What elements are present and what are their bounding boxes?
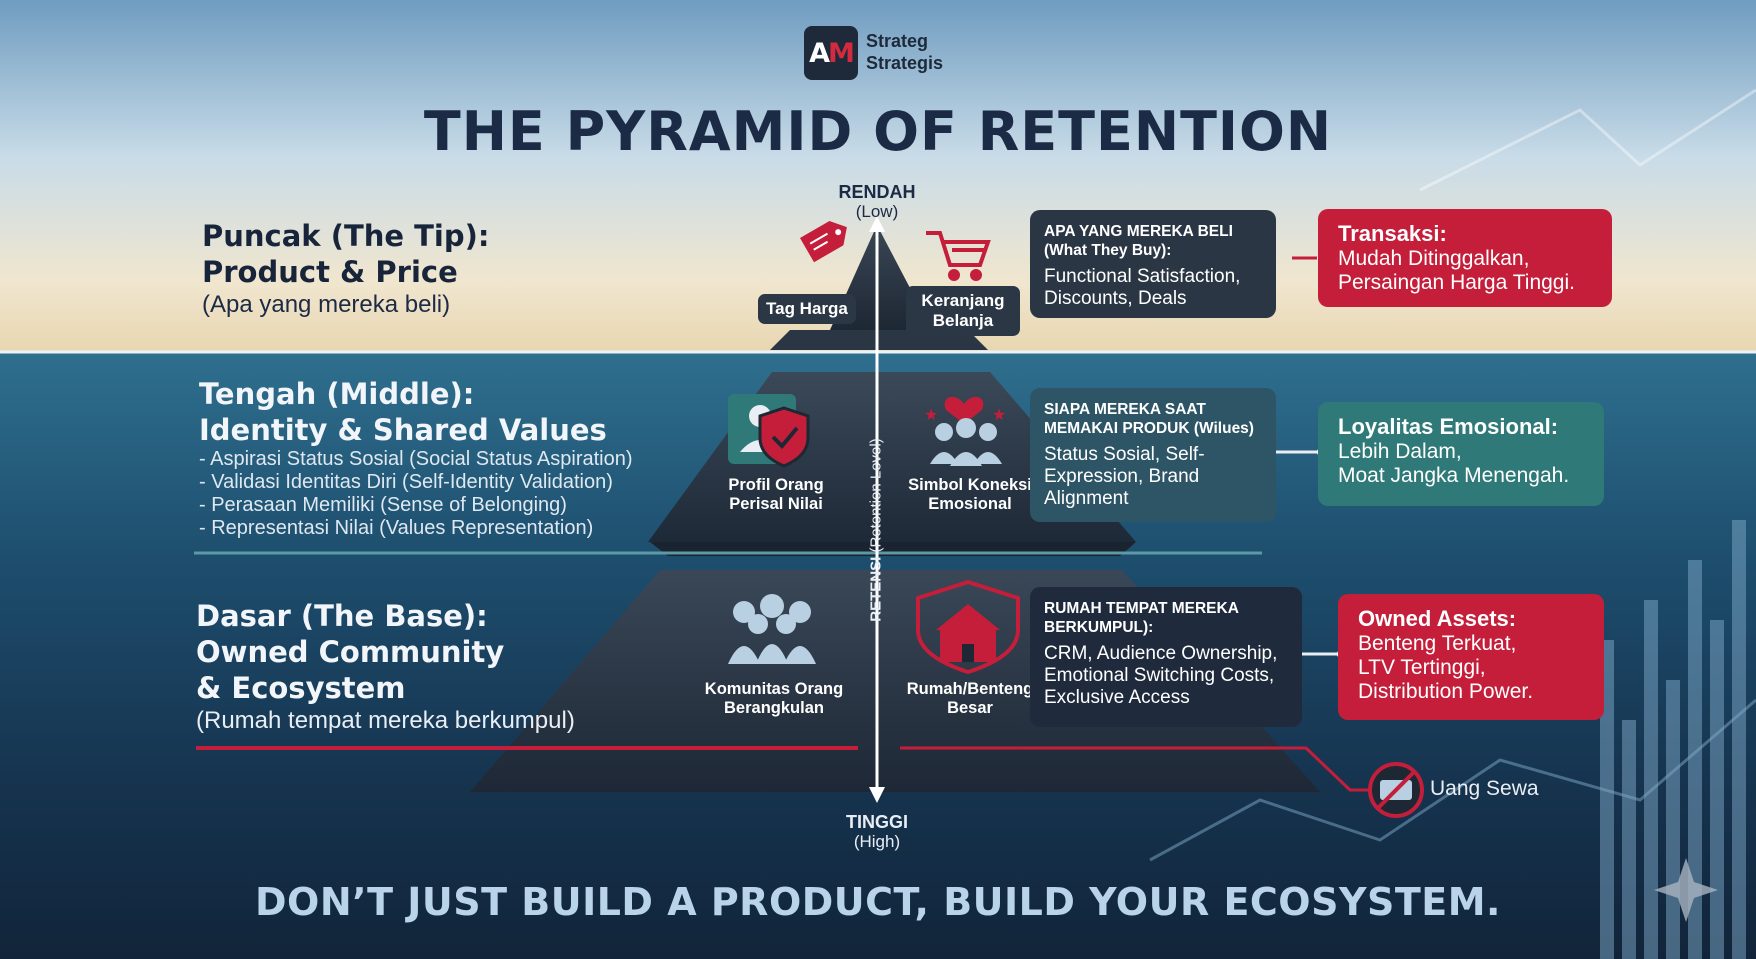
callout-loyalitas: Loyalitas Emosional:Lebih Dalam,Moat Jan…: [1318, 402, 1604, 506]
sparkle-icon: [1654, 858, 1718, 922]
callout-transaksi: Transaksi:Mudah Ditinggalkan,Persaingan …: [1318, 209, 1612, 307]
middle-label: Tengah (Middle): Identity & Shared Value…: [199, 377, 633, 539]
keranjang-label: Keranjang Belanja: [906, 286, 1020, 336]
shopping-cart-icon: [926, 231, 991, 281]
axis-top-label: RENDAH(Low): [838, 182, 916, 221]
svg-text:★: ★: [924, 407, 938, 424]
tip-label: Puncak (The Tip): Product & Price (Apa y…: [202, 219, 490, 318]
callout-owned-assets: Owned Assets:Benteng Terkuat,LTV Terting…: [1338, 594, 1604, 720]
axis-bottom-label: TINGGI(High): [846, 812, 908, 851]
profile-caption: Profil Orang Perisal Nilai: [728, 476, 824, 513]
tag-harga-label: Tag Harga: [758, 294, 856, 324]
price-tag-icon: [800, 221, 847, 263]
emotional-connection-icon: ★ ★: [924, 396, 1006, 466]
desc-middle: SIAPA MEREKA SAAT MEMAKAI PRODUK (Wilues…: [1030, 388, 1276, 522]
retention-axis-label: RETENSI (Retention Level): [867, 438, 885, 622]
symbol-caption: Simbol Koneksi Emosional: [908, 476, 1032, 513]
community-icon: [728, 594, 816, 664]
page-title: THE PYRAMID OF RETENTION: [423, 100, 1333, 163]
svg-text:★: ★: [992, 407, 1006, 424]
community-caption: Komunitas Orang Berangkulan: [704, 680, 844, 717]
rent-label: Uang Sewa: [1430, 777, 1539, 800]
fortress-caption: Rumah/Benteng Besar: [906, 680, 1034, 717]
base-label: Dasar (The Base): Owned Community & Ecos…: [196, 599, 575, 734]
fortress-icon: [916, 579, 1020, 675]
desc-tip: APA YANG MEREKA BELI (What They Buy):Fun…: [1030, 210, 1276, 318]
desc-base: RUMAH TEMPAT MEREKA BERKUMPUL):CRM, Audi…: [1030, 587, 1302, 727]
footer-tagline: DON’T JUST BUILD A PRODUCT, BUILD YOUR E…: [255, 880, 1501, 924]
profile-shield-icon: [728, 394, 810, 468]
no-money-icon: [1368, 762, 1424, 818]
